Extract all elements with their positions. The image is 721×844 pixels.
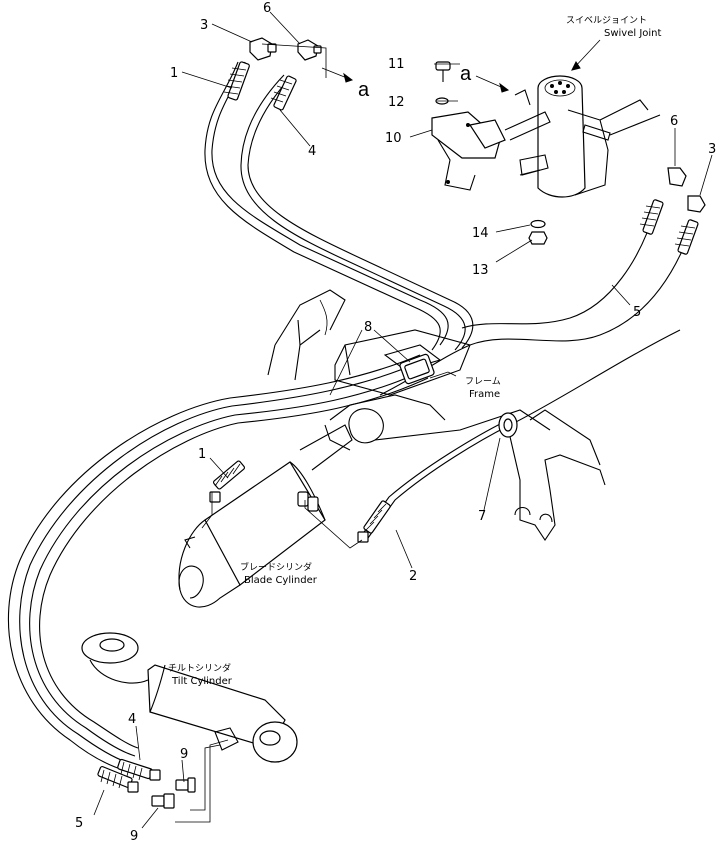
adapter-9-upper bbox=[175, 777, 196, 793]
callout-1-top: 1 bbox=[170, 66, 178, 81]
hose-fitting-1-mid bbox=[209, 460, 246, 503]
leader-lines bbox=[93, 11, 713, 829]
bracket-10 bbox=[431, 111, 506, 191]
swivel-joint-label-en: Swivel Joint bbox=[604, 28, 662, 39]
callout-9-lower: 9 bbox=[130, 829, 138, 844]
hose-2-b bbox=[361, 420, 507, 536]
hose-fitting-1-top bbox=[223, 61, 250, 101]
hose-4-top bbox=[247, 77, 474, 349]
callout-5-bottom: 5 bbox=[75, 816, 83, 831]
callout-4-bottom: 4 bbox=[128, 712, 136, 727]
tilt-cylinder-label-jp: チルトシリンダ bbox=[168, 662, 231, 674]
callout-3-right: 3 bbox=[708, 142, 716, 157]
hose-4-top-inner bbox=[240, 74, 466, 351]
hose-long-4 bbox=[39, 377, 429, 749]
blade-cylinder bbox=[178, 424, 353, 608]
callout-3-top: 3 bbox=[200, 18, 208, 33]
bolt-11 bbox=[435, 61, 451, 82]
hose-long-3 bbox=[29, 369, 426, 757]
callout-4-top: 4 bbox=[308, 144, 316, 159]
elbow-3-top bbox=[249, 37, 277, 61]
reference-a-right: a bbox=[460, 63, 472, 85]
frame-label-jp: フレーム bbox=[465, 376, 501, 387]
hose-fitting-5-right-a bbox=[639, 199, 664, 235]
callout-9-upper: 9 bbox=[180, 747, 188, 762]
reference-a-left: a bbox=[358, 79, 370, 101]
tilt-cylinder bbox=[81, 632, 298, 763]
swivel-joint bbox=[504, 75, 661, 198]
elbow-6-right bbox=[667, 167, 687, 187]
adapter-9-lower bbox=[151, 793, 175, 809]
hose-long-outer bbox=[7, 354, 421, 773]
callout-7: 7 bbox=[478, 509, 486, 524]
hose-5-right bbox=[379, 231, 691, 396]
nut-13 bbox=[528, 231, 548, 245]
elbow-6-top bbox=[297, 39, 322, 61]
hose-fitting-5-bottom bbox=[97, 765, 139, 793]
hose-5-right-b bbox=[461, 209, 656, 329]
grommet-7 bbox=[498, 412, 518, 438]
hose-fitting-5-right-b bbox=[674, 219, 699, 255]
tilt-cylinder-label-en: Tilt Cylinder bbox=[171, 676, 233, 687]
hose-1-top bbox=[211, 61, 449, 346]
callout-5-right: 5 bbox=[633, 305, 641, 320]
blade-cylinder-label-jp: ブレードシリンダ bbox=[240, 561, 312, 573]
callout-6-top: 6 bbox=[263, 1, 271, 16]
callout-11: 11 bbox=[388, 57, 405, 72]
callout-8: 8 bbox=[364, 320, 372, 335]
washer-14 bbox=[530, 219, 546, 229]
hose-fitting-2 bbox=[357, 500, 391, 543]
callout-1-mid: 1 bbox=[198, 447, 206, 462]
clamp-8 bbox=[399, 353, 435, 385]
callout-10: 10 bbox=[385, 131, 402, 146]
callout-12: 12 bbox=[388, 95, 405, 110]
blade-cylinder-label-en: Blade Cylinder bbox=[244, 575, 318, 586]
hose-fitting-4-top bbox=[270, 75, 297, 111]
swivel-joint-label-jp: スイベルジョイント bbox=[566, 16, 647, 26]
hose-long-2 bbox=[19, 361, 421, 765]
callout-14: 14 bbox=[472, 226, 489, 241]
hose-fitting-4-bottom bbox=[117, 758, 161, 781]
hose-1-top-inner bbox=[204, 61, 441, 351]
callout-2: 2 bbox=[409, 569, 417, 584]
callout-13: 13 bbox=[472, 263, 489, 278]
callout-6-right: 6 bbox=[670, 114, 678, 129]
elbow-3-right bbox=[687, 195, 706, 213]
frame-label-en: Frame bbox=[469, 389, 500, 400]
